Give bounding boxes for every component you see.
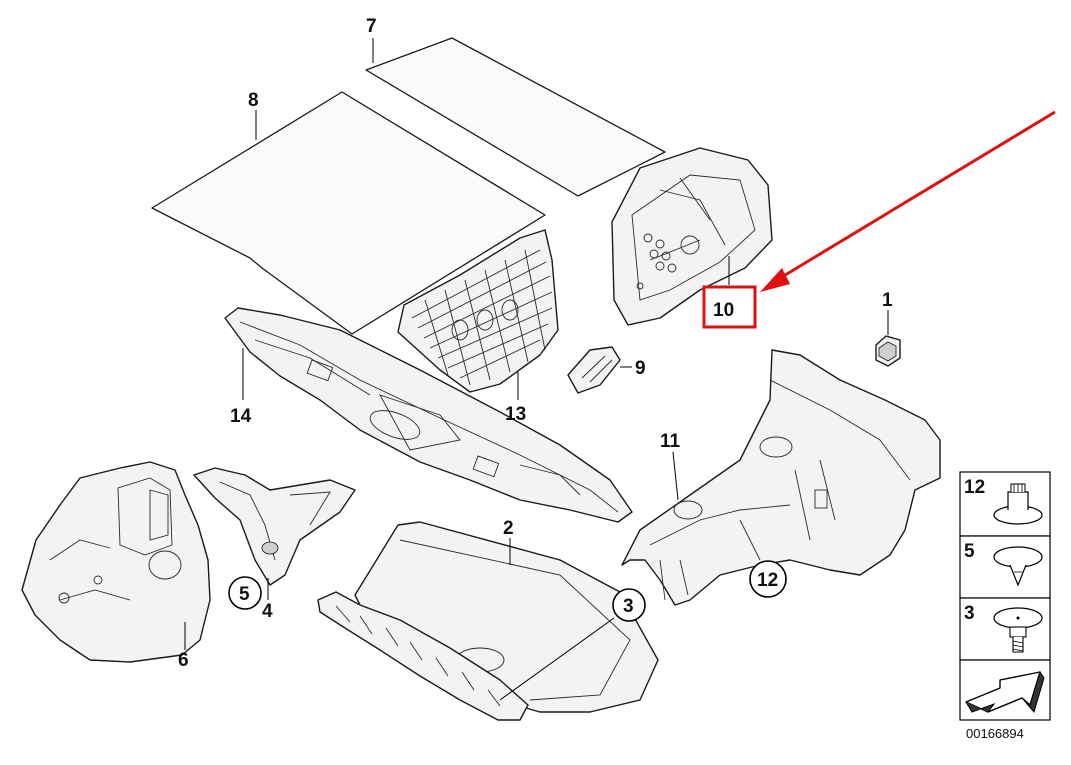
part-7-panel[interactable] <box>365 37 666 197</box>
label-1: 1 <box>882 290 893 311</box>
legend: 12 5 3 <box>959 471 1051 741</box>
label-9: 9 <box>635 358 646 379</box>
part-10-panel[interactable] <box>611 147 773 326</box>
legend-5: 5 <box>964 541 975 562</box>
label-14: 14 <box>230 406 252 427</box>
label-2: 2 <box>503 518 514 539</box>
part-2-panel[interactable] <box>354 521 659 713</box>
circled-label-5: 5 <box>228 576 262 610</box>
part-8-panel[interactable] <box>151 91 546 335</box>
part-9-bracket[interactable] <box>567 346 621 394</box>
part-14-panel[interactable] <box>224 307 633 523</box>
highlight-box <box>702 285 757 329</box>
label-7: 7 <box>366 16 377 37</box>
direction-arrow-icon <box>965 670 1045 714</box>
leader-lines <box>184 38 889 701</box>
label-4: 4 <box>262 601 273 622</box>
label-5: 5 <box>239 584 250 605</box>
circled-label-12: 12 <box>749 560 787 598</box>
label-6: 6 <box>178 650 189 671</box>
highlight-arrow <box>760 110 1056 292</box>
part-6-panel[interactable] <box>21 461 211 663</box>
label-13: 13 <box>505 404 526 425</box>
fastener-12-icon <box>993 483 1043 525</box>
part-1-clip[interactable] <box>875 335 901 367</box>
label-3: 3 <box>623 596 634 617</box>
fastener-5-icon <box>993 546 1043 587</box>
part-3-strip[interactable] <box>317 591 529 721</box>
reference-number: 00166894 <box>966 726 1024 741</box>
legend-3: 3 <box>964 603 975 624</box>
part-4-bracket[interactable] <box>193 467 356 586</box>
legend-12: 12 <box>964 477 985 498</box>
part-13-panel[interactable] <box>397 229 559 393</box>
part-11-panel[interactable] <box>621 349 941 606</box>
label-8: 8 <box>248 90 259 111</box>
fastener-3-icon <box>993 607 1043 653</box>
label-11: 11 <box>660 431 681 452</box>
circled-label-3: 3 <box>612 588 646 622</box>
label-12: 12 <box>757 570 778 591</box>
label-10: 10 <box>713 300 734 321</box>
